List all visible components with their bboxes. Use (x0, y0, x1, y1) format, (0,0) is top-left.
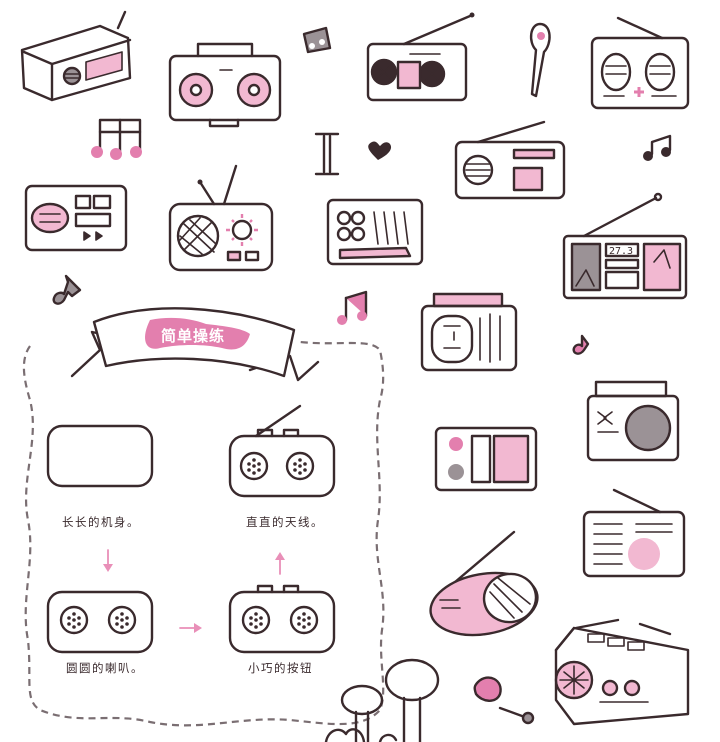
radio-sun-dial-icon (168, 164, 274, 272)
step1-caption: 长长的机身。 (62, 515, 140, 529)
arrow-right-icon (179, 623, 202, 633)
radio-wave-speaker-icon (326, 198, 424, 266)
boombox-pink-speakers-icon (168, 42, 282, 128)
radio-gray-speaker-icon (586, 380, 680, 462)
pink-leaf-icon (473, 676, 502, 702)
radio-digital-display-icon: 27.3 (562, 192, 688, 300)
boombox-antenna-icon (366, 12, 475, 102)
gray-note-icon (52, 274, 82, 305)
radio-gray-dial-icon (24, 184, 128, 252)
arrow-down-icon (103, 549, 113, 572)
step2-caption: 直直的天线。 (246, 515, 324, 529)
earphone-icon (529, 22, 551, 98)
step4-radio-buttons (228, 584, 336, 654)
tree-icon (324, 658, 440, 742)
digital-display-readout: 27.3 (609, 246, 633, 257)
box-radio-3d-icon (20, 10, 132, 102)
pink-double-note-icon (337, 290, 368, 325)
banner-title: 简单操练 (161, 327, 225, 345)
cassette-radio-icon (420, 292, 518, 372)
arrow-up-icon (275, 552, 285, 575)
step2-radio-antenna (228, 404, 336, 498)
small-pink-note-icon (572, 334, 590, 355)
double-note-icon (643, 134, 672, 161)
heart-icon (368, 141, 392, 160)
step4-caption: 小巧的按钮 (248, 661, 313, 675)
oval-pink-radio-icon (429, 530, 539, 637)
radio-pink-dial-icon (582, 488, 686, 578)
step1-radio-body (46, 424, 154, 488)
radio-square-buttons-icon (434, 426, 538, 492)
triple-notes-icon (91, 118, 142, 160)
portable-radio-icon (554, 618, 690, 726)
radio-egg-speakers-icon (590, 16, 690, 110)
pin-icon (498, 706, 535, 725)
letter-i-icon (314, 132, 340, 176)
radio-dial-display-icon (454, 120, 566, 200)
step3-caption: 圆圆的喇叭。 (66, 661, 144, 675)
step3-radio-speakers (46, 590, 154, 654)
practice-banner: 简单操练 (70, 307, 320, 382)
music-note-icon (302, 26, 332, 54)
